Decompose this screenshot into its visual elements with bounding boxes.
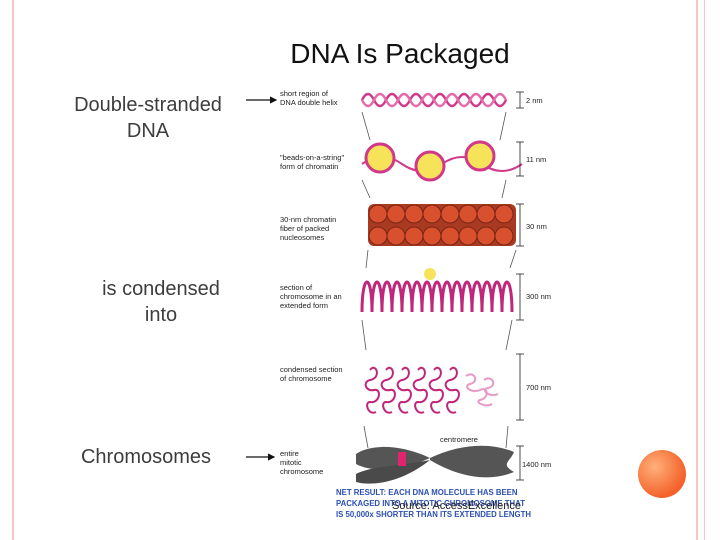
dim-2nm: 2 nm xyxy=(526,96,543,105)
label-fiber-a: 30-nm chromatin xyxy=(280,215,336,224)
slide-border-left xyxy=(12,0,14,540)
label-mitotic-a: entire xyxy=(280,449,299,458)
dim-30nm: 30 nm xyxy=(526,222,547,231)
beads-on-a-string xyxy=(361,140,523,182)
label-beads-a: "beads-on-a-string" xyxy=(280,153,344,162)
net-result-line2: PACKAGED INTO A MITOTIC CHROMOSOME THAT xyxy=(336,499,525,508)
label-chromosomes: Chromosomes xyxy=(80,446,212,468)
label-extended-a: section of xyxy=(280,283,313,292)
dna-packaging-diagram: short region of DNA double helix "beads-… xyxy=(280,89,551,519)
dimension-markers xyxy=(516,91,524,481)
label-fiber-c: nucleosomes xyxy=(280,233,324,242)
dim-11nm: 11 nm xyxy=(526,155,546,164)
slide-border-right-thin xyxy=(704,0,705,540)
label-fiber-b: fiber of packed xyxy=(280,224,329,233)
dim-700nm: 700 nm xyxy=(526,383,551,392)
source-credit: Source: AccessExcellence xyxy=(392,500,522,512)
condensed-chromosome-section xyxy=(364,366,499,414)
label-beads-b: form of chromatin xyxy=(280,162,338,171)
net-result-line3: IS 50,000x SHORTER THAN ITS EXTENDED LEN… xyxy=(336,510,531,519)
label-extended-c: extended form xyxy=(280,301,328,310)
label-centromere: centromere xyxy=(440,435,478,444)
dim-1400nm: 1400 nm xyxy=(522,460,551,469)
dim-300nm: 300 nm xyxy=(526,292,551,301)
label-short-region-b: DNA double helix xyxy=(280,98,338,107)
label-condensed-a: condensed section xyxy=(280,365,343,374)
label-condensed-b: of chromosome xyxy=(280,374,332,383)
chromosome-extended-loops xyxy=(360,280,514,313)
net-result-line1: NET RESULT: EACH DNA MOLECULE HAS BEEN xyxy=(336,488,518,497)
label-double-stranded-dna: Double-stranded DNA xyxy=(74,94,222,142)
dna-double-helix xyxy=(360,92,508,108)
mitotic-chromosome xyxy=(356,445,514,484)
decorative-orange-circle xyxy=(638,450,686,498)
label-extended-b: chromosome in an xyxy=(280,292,342,301)
label-mitotic-c: chromosome xyxy=(280,467,323,476)
chromatin-fiber-30nm xyxy=(368,204,516,246)
label-short-region-a: short region of xyxy=(280,89,329,98)
slide-title: DNA Is Packaged xyxy=(290,38,510,69)
label-mitotic-b: mitotic xyxy=(280,458,302,467)
label-condensed-into: is condensed into xyxy=(102,278,220,326)
slide-border-right xyxy=(696,0,698,540)
